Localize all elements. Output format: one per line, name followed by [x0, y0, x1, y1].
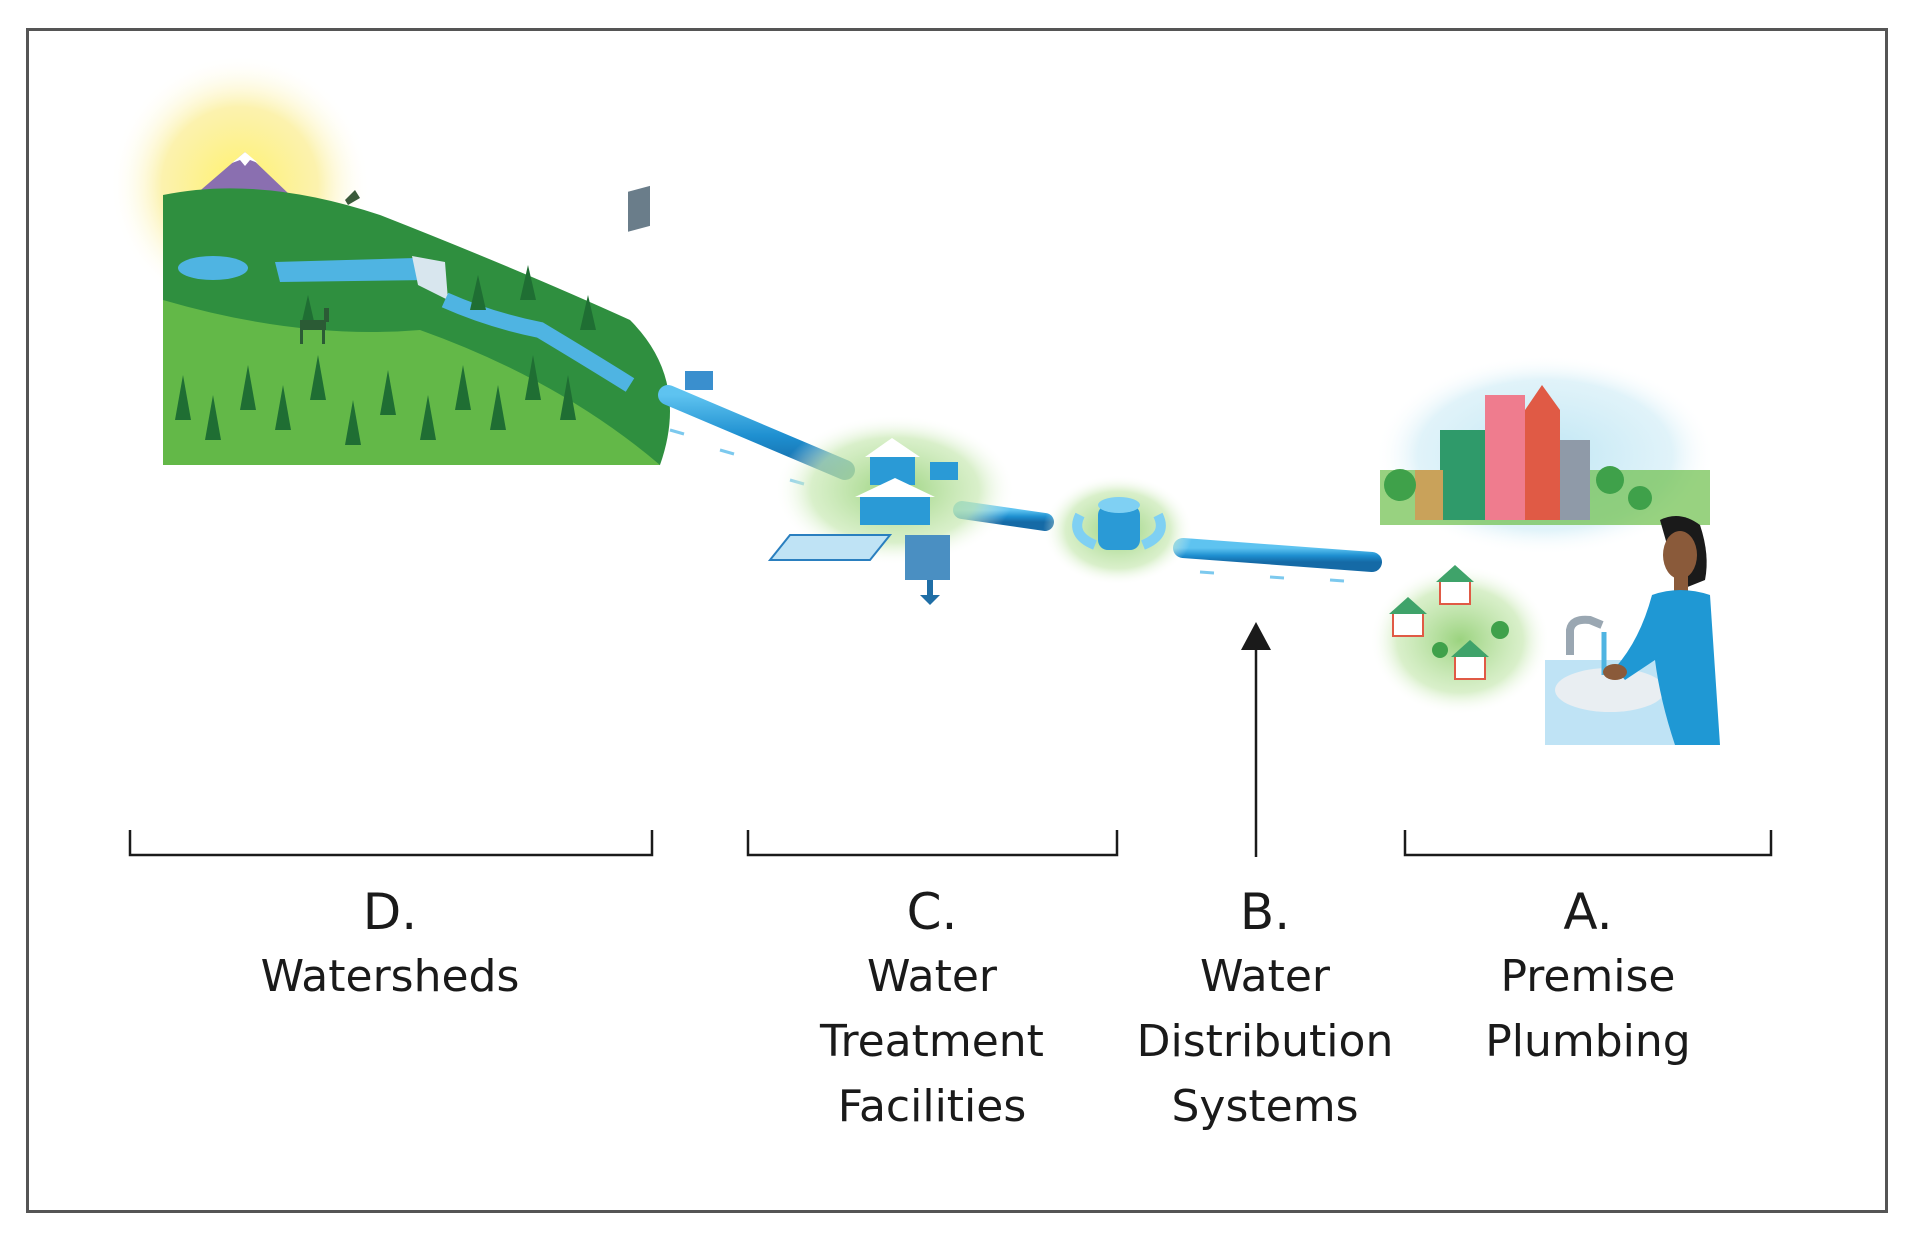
- bracket-premise: [1403, 830, 1773, 857]
- trees: [175, 265, 596, 445]
- brackets: [128, 830, 1773, 857]
- watershed-scene: [110, 55, 716, 466]
- faucet-icon: [1566, 615, 1604, 655]
- lake-icon: [178, 256, 248, 280]
- pump-house-icon: [685, 370, 713, 390]
- settling-tank-icon: [905, 535, 950, 580]
- bracket-treatment: [746, 830, 1119, 857]
- bird-icon: [345, 190, 360, 205]
- flow-dashes: [669, 428, 1345, 583]
- building-icon: [1440, 430, 1485, 520]
- stage-c-label: C. Water Treatment Facilities: [782, 880, 1082, 1139]
- distribution-pipe: [1173, 538, 1382, 572]
- stage-c-name: Water Treatment Facilities: [820, 951, 1044, 1132]
- stage-d-letter: D.: [362, 883, 418, 941]
- filter-beds-icon: [767, 534, 893, 561]
- city-scene: [1370, 355, 1720, 745]
- treatment-scene: [767, 415, 1193, 605]
- intake-icon: [628, 185, 650, 232]
- house-icon: [1389, 565, 1509, 680]
- stage-b-label: B. Water Distribution Systems: [1110, 880, 1420, 1139]
- stage-a-label: A. Premise Plumbing: [1438, 880, 1738, 1074]
- arrow-head-icon: [1241, 622, 1271, 650]
- down-arrow-icon: [920, 580, 940, 605]
- stage-a-name: Premise Plumbing: [1485, 951, 1691, 1067]
- water-tower-icon: [1098, 505, 1140, 550]
- person-icon: [1603, 516, 1720, 745]
- stage-b-name: Water Distribution Systems: [1136, 951, 1394, 1132]
- stage-d-label: D. Watersheds: [230, 880, 550, 1009]
- stage-d-name: Watersheds: [260, 951, 520, 1002]
- stage-a-letter: A.: [1563, 883, 1613, 941]
- stage-c-letter: C.: [906, 883, 958, 941]
- deer-icon: [300, 308, 329, 344]
- river-icon: [441, 292, 635, 392]
- reservoir-icon: [275, 258, 430, 282]
- bracket-watersheds: [128, 830, 654, 857]
- stage-b-letter: B.: [1239, 883, 1291, 941]
- mountain-icon: [195, 152, 290, 195]
- dam-icon: [412, 256, 448, 300]
- pipes: [658, 385, 1382, 583]
